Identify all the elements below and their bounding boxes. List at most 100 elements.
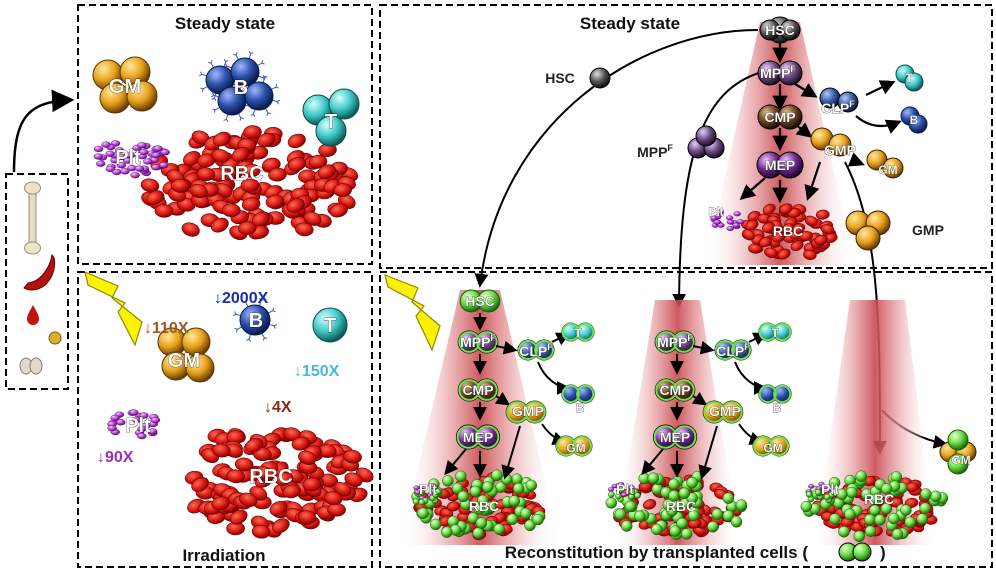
transplant-mpp-superscript: F <box>667 143 673 153</box>
rbc <box>239 492 258 507</box>
t-cell-donor <box>758 322 792 342</box>
right-reconstitution-title: Reconstitution by transplanted cells ( <box>505 543 809 562</box>
fold-change-b: ↓2000X <box>214 290 269 307</box>
right-reconstitution-frame <box>379 271 993 568</box>
platelet <box>147 428 158 435</box>
clp-superscript: F <box>849 99 855 109</box>
donor-cell <box>869 504 881 517</box>
rbc <box>742 229 755 241</box>
plt-label-irradiated: Plt <box>125 415 151 437</box>
mep-cell <box>756 151 804 179</box>
rbc <box>265 194 285 209</box>
clp-label-donor: CLPF <box>716 342 750 359</box>
rbc <box>287 133 306 149</box>
donor-cell <box>647 472 660 484</box>
b-label: B <box>234 77 248 99</box>
tissue-icons <box>19 181 62 375</box>
donor-cell <box>457 490 469 503</box>
rbc <box>791 223 806 234</box>
rbc <box>814 234 828 246</box>
platelet <box>414 490 422 495</box>
mpp-cell-donor <box>457 330 499 354</box>
rbc <box>229 509 248 525</box>
fold-arrow: ↓ <box>144 320 152 337</box>
donor-cell <box>829 513 841 525</box>
fold-value-rbc: 4X <box>272 399 292 416</box>
b-cells <box>198 50 281 123</box>
mpp-cell <box>757 60 803 86</box>
fold-value-plt: 90X <box>105 449 134 466</box>
donor-cell <box>614 508 627 521</box>
platelet <box>150 417 161 424</box>
rbc-label: RBC <box>220 163 263 185</box>
donor-cell <box>508 495 521 507</box>
platelet <box>130 172 140 179</box>
platelet <box>158 162 169 169</box>
donor-cell <box>493 523 505 535</box>
platelet <box>818 481 825 487</box>
reconstituted-rbc-cluster <box>605 470 748 541</box>
blood-drop-icon <box>27 305 39 325</box>
rbc <box>274 472 294 486</box>
svg-text:↓4X: ↓4X <box>264 399 292 416</box>
donor-cell <box>417 507 429 520</box>
plt-label-small: Plt <box>708 205 723 219</box>
donor-cell <box>472 527 484 539</box>
donor-cell <box>512 482 525 495</box>
reconstituted-rbc-cluster <box>800 470 949 543</box>
rbc <box>333 183 352 197</box>
t-cell-irradiated <box>312 307 348 343</box>
rbc <box>815 209 830 220</box>
rbc <box>226 469 245 484</box>
mpp-label-donor: MPPF <box>460 333 496 350</box>
donor-cell <box>686 477 698 489</box>
rbc <box>762 221 775 233</box>
b-cell-donor <box>561 384 595 404</box>
reconstituted-platelet-cluster <box>805 481 835 504</box>
rbc-cluster <box>140 125 359 241</box>
fold-change-gm: ↓110X <box>144 320 189 337</box>
donor-cell <box>680 528 693 540</box>
donor-cell <box>874 514 886 526</box>
rbc <box>344 472 363 487</box>
donor-cell <box>491 469 503 482</box>
b-label-donor: B <box>773 401 782 415</box>
platelet <box>137 433 147 440</box>
lineage-arrow <box>494 391 511 406</box>
donor-cell <box>506 513 519 525</box>
donor-cell <box>634 510 646 522</box>
donor-cell <box>870 493 882 505</box>
platelet <box>713 219 721 225</box>
donor-cell <box>455 470 467 483</box>
donor-cell <box>730 516 743 528</box>
donor-cell <box>469 485 482 498</box>
rbc <box>241 197 261 212</box>
platelet <box>110 414 120 422</box>
gmp-label: GMP <box>824 142 856 158</box>
tissue-to-steady-arrow <box>12 89 75 173</box>
rbc-label-donor: RBC <box>469 498 499 514</box>
rbc-label-donor: RBC <box>666 498 696 514</box>
fold-change-t: ↓150X <box>294 363 340 380</box>
donor-cell <box>904 516 917 529</box>
transplant-gmp-label: GMP <box>912 222 944 238</box>
donor-cell <box>634 492 641 499</box>
panel-frames <box>5 4 993 568</box>
donor-cell <box>481 481 494 493</box>
rbc <box>231 146 250 162</box>
svg-text:↓2000X: ↓2000X <box>214 290 269 307</box>
svg-text:↓150X: ↓150X <box>294 363 340 380</box>
platelet-cluster-irradiated <box>107 409 161 440</box>
donor-cell <box>707 520 719 533</box>
donor-cell <box>836 488 848 501</box>
platelet-cluster <box>93 140 170 179</box>
t-label-donor: T <box>771 326 779 340</box>
fold-change-plt: ↓90X <box>97 449 134 466</box>
lineage-arrow <box>692 340 715 355</box>
cmp-label: CMP <box>764 109 795 125</box>
donor-cell <box>828 476 841 489</box>
rbc <box>329 203 348 218</box>
rbc <box>241 163 261 178</box>
rbc <box>183 151 201 166</box>
rbc <box>196 167 216 182</box>
